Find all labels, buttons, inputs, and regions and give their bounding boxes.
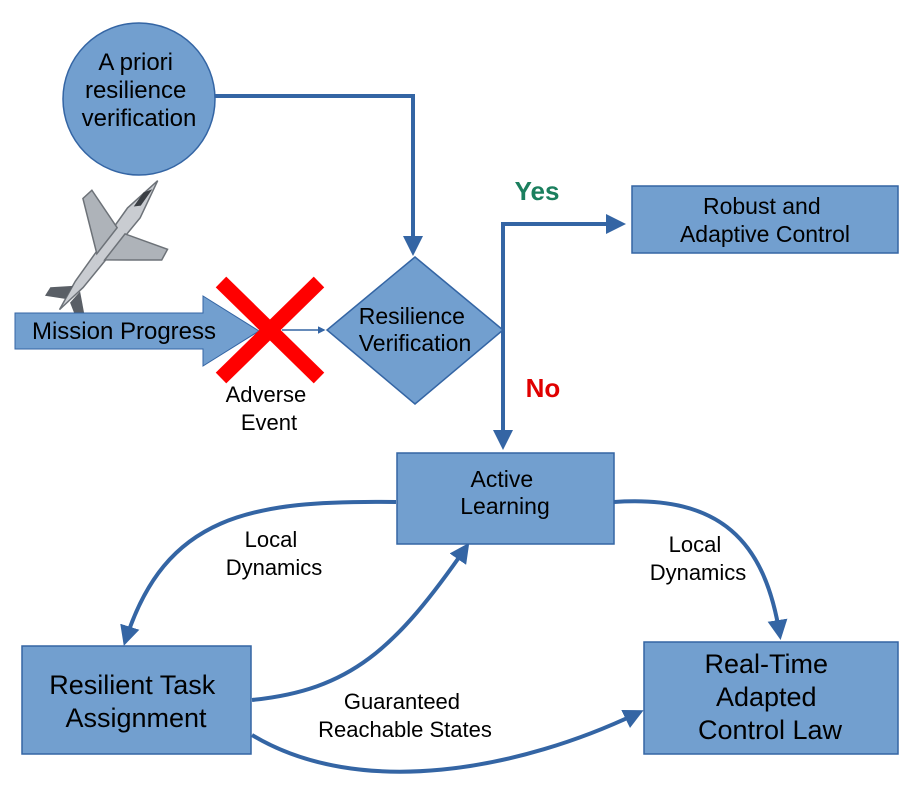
resilient-task-assignment-label: Resilient Task Assignment bbox=[49, 670, 223, 733]
adverse-event-cross-icon bbox=[215, 276, 325, 384]
yes-label: Yes bbox=[515, 176, 560, 206]
a-priori-verification-label: A priori resilience verification bbox=[82, 49, 197, 132]
resilience-verification-label: Resilience Verification bbox=[359, 303, 472, 356]
mission-progress-label: Mission Progress bbox=[32, 318, 216, 345]
arrow-task-assignment-to-control-law bbox=[250, 709, 644, 774]
arrow-task-assignment-to-active-learning bbox=[251, 542, 470, 702]
robust-adaptive-control-node bbox=[631, 185, 899, 254]
mission-progress-arrow bbox=[14, 295, 260, 367]
active-learning-label: Active Learning bbox=[460, 466, 550, 519]
a-priori-verification-node bbox=[62, 22, 216, 176]
guaranteed-reachable-states-label: Guaranteed Reachable States bbox=[318, 689, 492, 742]
real-time-control-law-node bbox=[643, 641, 899, 755]
local-dynamics-left-label: Local Dynamics bbox=[226, 527, 323, 580]
arrow-apriori-to-verification bbox=[214, 94, 423, 256]
resilience-verification-node bbox=[325, 256, 505, 405]
real-time-control-law-label: Real-Time Adapted Control Law bbox=[698, 649, 843, 745]
robust-adaptive-control-label: Robust and Adaptive Control bbox=[680, 193, 850, 247]
arrow-yes-to-robust-control bbox=[501, 214, 626, 330]
active-learning-node bbox=[396, 452, 615, 545]
arrow-active-learning-to-task-assignment bbox=[120, 499, 397, 646]
no-label: No bbox=[526, 373, 561, 403]
fighter-jet-icon bbox=[44, 180, 169, 321]
adverse-event-label: Adverse Event bbox=[226, 382, 313, 435]
arrow-active-learning-to-control-law bbox=[613, 499, 788, 640]
resilient-task-assignment-node bbox=[21, 645, 252, 755]
local-dynamics-right-label: Local Dynamics bbox=[650, 532, 747, 585]
